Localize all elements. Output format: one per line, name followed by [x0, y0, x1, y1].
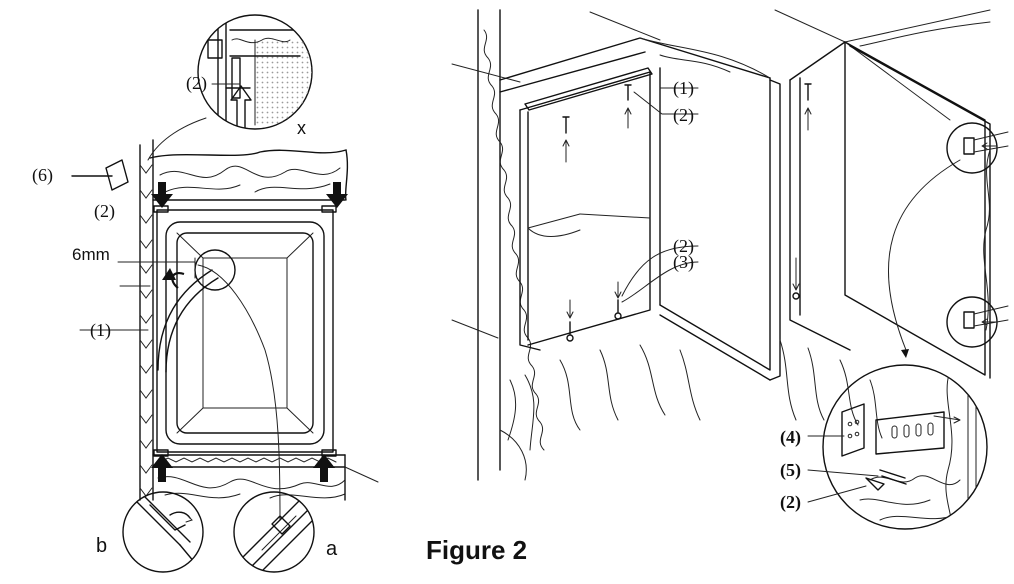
screw-arrow-top-right	[326, 182, 348, 208]
screw-right-top	[624, 84, 699, 129]
label-two-detail: (2)	[780, 492, 801, 513]
text-labels: (6) (2) (2) 6mm (1) x b a (1) (2) (2) (3…	[32, 73, 801, 565]
open-door	[659, 77, 781, 381]
door-panel	[844, 41, 991, 379]
label-inset-b: b	[96, 535, 107, 557]
top-strip-one	[524, 67, 699, 111]
screw-bottom-left	[566, 299, 574, 342]
top-wood-panel	[149, 149, 349, 201]
corner-brackets	[153, 205, 337, 457]
hinge-lower	[946, 296, 1009, 348]
appliance-box	[156, 209, 334, 453]
inset-leader	[147, 117, 207, 161]
label-inset-a: a	[326, 538, 338, 560]
label-three: (3)	[673, 252, 694, 273]
left-front-view	[71, 14, 379, 573]
side-screw	[792, 83, 812, 300]
appliance-frame	[519, 67, 661, 351]
floor-grain	[499, 344, 701, 481]
cabinet-side-panel	[451, 9, 545, 481]
hinge-upper	[946, 122, 1009, 174]
floor-grain-right	[779, 339, 883, 439]
screw-arrow-bottom-left	[151, 454, 173, 482]
cabinet-top-board	[499, 11, 771, 93]
gap-dimension	[117, 257, 196, 287]
label-two-inset: (2)	[186, 73, 207, 94]
label-two-top-left: (2)	[94, 201, 115, 222]
screw-left-top	[562, 116, 570, 163]
screw-bottom-right	[614, 245, 699, 320]
right-view-hinges	[451, 9, 781, 481]
appliance-side-edge	[789, 41, 851, 351]
inset-detail-a	[233, 491, 315, 573]
screw-arrow-bottom-right	[313, 454, 335, 482]
label-one-right: (1)	[673, 78, 694, 99]
right-view-door-panel	[774, 9, 1009, 530]
bottom-wood-panel	[152, 454, 379, 501]
inset-detail-x	[197, 14, 313, 130]
detail-arrow	[887, 159, 961, 358]
gasket-strip	[79, 249, 281, 521]
label-five: (5)	[780, 460, 801, 481]
label-two-lower: (2)	[673, 236, 694, 257]
label-inset-x: x	[297, 118, 306, 138]
label-one-left: (1)	[90, 320, 111, 341]
figure-caption: Figure 2	[426, 535, 527, 565]
label-two-upper: (2)	[673, 105, 694, 126]
inset-detail-b	[122, 491, 204, 573]
screw-arrow-top-left	[151, 182, 173, 208]
bracket-six-part	[71, 159, 129, 191]
label-six: (6)	[32, 165, 53, 186]
hinge-detail-circle	[807, 364, 988, 530]
rotate-arrow-icon	[162, 268, 185, 289]
label-four: (4)	[780, 427, 801, 448]
label-gap: 6mm	[72, 245, 110, 264]
